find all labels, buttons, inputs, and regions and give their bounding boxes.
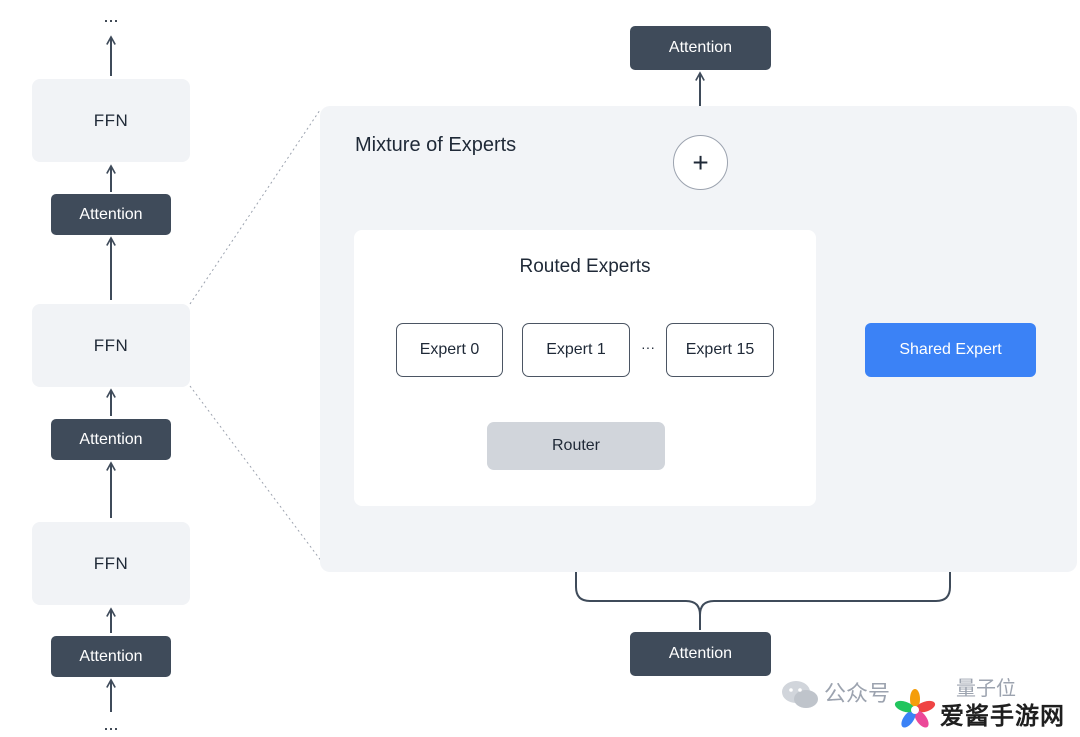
routed-experts-title: Routed Experts bbox=[519, 256, 651, 277]
ffn-block-middle: FFN bbox=[32, 304, 190, 387]
watermark-wechat-text: 公众号 bbox=[824, 681, 891, 706]
experts-ellipsis: ··· bbox=[641, 339, 655, 355]
attention-block-3: Attention bbox=[51, 636, 171, 677]
watermark-brand-text: 爱酱手游网 bbox=[940, 703, 1065, 730]
arrow-attention-to-router bbox=[576, 473, 701, 630]
shared-expert-box: Shared Expert bbox=[865, 323, 1036, 377]
expert-15-box: Expert 15 bbox=[666, 323, 774, 377]
watermark: 公众号 量子位 爱酱手游网 bbox=[780, 672, 1080, 734]
top-ellipsis: ... bbox=[103, 6, 119, 26]
ffn-block-bottom: FFN bbox=[32, 522, 190, 605]
moe-bottom-attention: Attention bbox=[630, 632, 771, 676]
router-box: Router bbox=[487, 422, 665, 470]
pinwheel-logo-icon bbox=[894, 689, 936, 728]
arrow-attention-to-shared bbox=[699, 380, 950, 616]
plus-icon: + bbox=[673, 135, 728, 190]
moe-top-attention: Attention bbox=[630, 26, 771, 70]
zoom-line-bottom bbox=[189, 385, 323, 563]
attention-block-2: Attention bbox=[51, 419, 171, 460]
watermark-account-text: 量子位 bbox=[956, 678, 1016, 700]
expert-0-box: Expert 0 bbox=[396, 323, 503, 377]
wechat-icon bbox=[782, 681, 818, 708]
attention-block-1: Attention bbox=[51, 194, 171, 235]
expert-1-box: Expert 1 bbox=[522, 323, 630, 377]
ffn-block-top: FFN bbox=[32, 79, 190, 162]
moe-title: Mixture of Experts bbox=[355, 134, 517, 156]
bottom-ellipsis: ... bbox=[103, 714, 119, 734]
zoom-line-top bbox=[189, 109, 321, 305]
